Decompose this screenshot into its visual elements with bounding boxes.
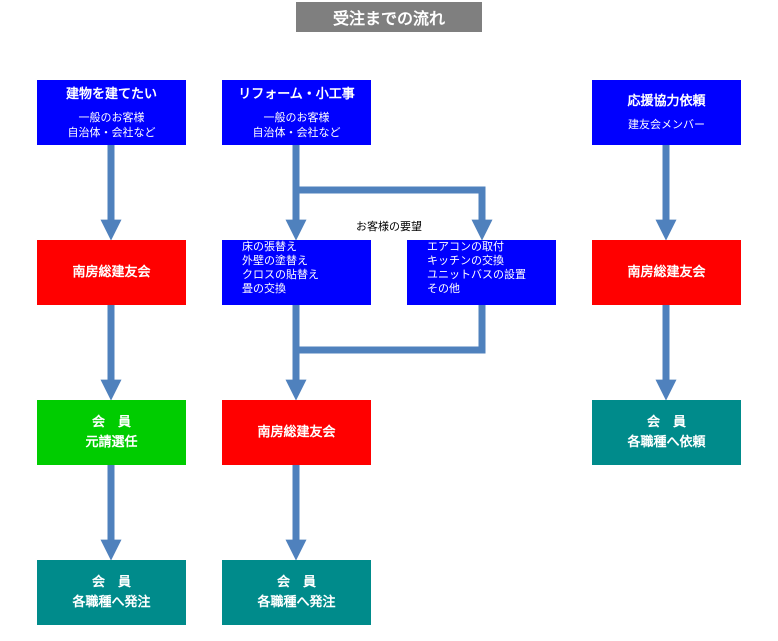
end-box: 会 員 各職種へ依頼 (592, 400, 741, 465)
request-item: その他 (427, 282, 460, 295)
end-box: 会 員 各職種へ発注 (222, 560, 371, 625)
end-line: 各職種へ依頼 (627, 434, 706, 450)
request-list-left: 床の張替え 外壁の塗替え クロスの貼替え 畳の交換 (222, 240, 371, 305)
end-line: 各職種へ発注 (257, 594, 336, 610)
end-line: 会 員 (646, 414, 686, 430)
request-item: クロスの貼替え (242, 268, 319, 281)
end-line: 会 員 (91, 574, 131, 590)
member-line: 元請選任 (85, 434, 138, 450)
start-title: リフォーム・小工事 (238, 86, 355, 102)
org-label: 南房総建友会 (72, 264, 151, 280)
page-title: 受注までの流れ (296, 2, 482, 32)
start-title: 建物を建てたい (65, 86, 157, 102)
request-item: 畳の交換 (242, 282, 286, 295)
org-label: 南房総建友会 (627, 264, 706, 280)
start-box-new-build: 建物を建てたい 一般のお客様 自治体・会社など (37, 80, 186, 145)
start-line: 自治体・会社など (252, 125, 341, 139)
end-line: 会 員 (276, 574, 316, 590)
request-item: ユニットバスの設置 (427, 268, 526, 281)
request-label: お客様の要望 (356, 220, 422, 233)
start-line: 自治体・会社など (67, 125, 156, 139)
org-box: 南房総建友会 (592, 240, 741, 305)
end-box: 会 員 各職種へ発注 (37, 560, 186, 625)
request-item: エアコンの取付 (427, 240, 504, 253)
request-item: 床の張替え (242, 240, 297, 253)
org-label: 南房総建友会 (257, 424, 336, 440)
arrow-c2-branch (296, 186, 493, 241)
start-line: 建友会メンバー (628, 118, 705, 131)
arrow-c2-merge (296, 305, 486, 354)
request-item: 外壁の塗替え (242, 254, 308, 267)
start-line: 一般のお客様 (78, 110, 145, 124)
request-item: キッチンの交換 (427, 254, 504, 267)
end-line: 各職種へ発注 (72, 594, 151, 610)
org-box: 南房総建友会 (37, 240, 186, 305)
start-line: 一般のお客様 (263, 110, 330, 124)
start-title: 応援協力依頼 (627, 94, 706, 109)
start-box-support: 応援協力依頼 建友会メンバー (592, 80, 741, 145)
request-list-right: エアコンの取付 キッチンの交換 ユニットバスの設置 その他 (407, 240, 556, 305)
start-box-reform: リフォーム・小工事 一般のお客様 自治体・会社など (222, 80, 371, 145)
org-box: 南房総建友会 (222, 400, 371, 465)
member-line: 会 員 (91, 414, 131, 430)
member-box: 会 員 元請選任 (37, 400, 186, 465)
